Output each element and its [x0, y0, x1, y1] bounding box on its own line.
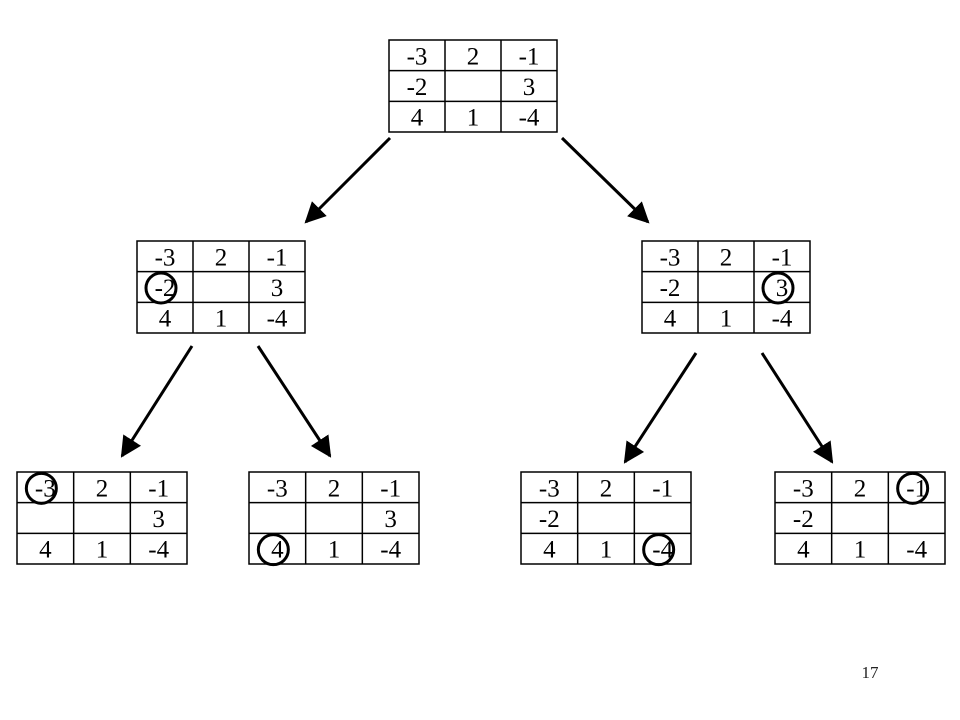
cell-value: 1: [600, 537, 613, 564]
cell-value: 3: [523, 74, 536, 101]
cell-value: 1: [720, 306, 733, 333]
cell-value: 4: [271, 537, 284, 564]
arrow-root-to-r: [560, 136, 650, 224]
cell-value: 4: [797, 537, 810, 564]
grid-border: [641, 240, 811, 334]
cell-value: -4: [267, 306, 288, 333]
highlight-circle: [642, 533, 676, 567]
arrow-r-to-rr: [760, 352, 834, 464]
grid-lr: -3 2 -1 3 4 1 -4: [248, 471, 420, 567]
cell-value: -4: [380, 537, 401, 564]
arrow-r-to-rl: [623, 352, 698, 464]
cell-value: 1: [328, 537, 341, 564]
highlight-circle: [24, 471, 58, 505]
arrow-l-to-ll: [120, 345, 194, 458]
cell-value: -2: [793, 506, 814, 533]
cell-value: -4: [519, 105, 540, 132]
cell-value: -2: [155, 275, 176, 302]
cell-value: 4: [543, 537, 556, 564]
cell-value: 1: [215, 306, 228, 333]
grid-ll: -3 2 -1 3 4 1 -4: [16, 471, 188, 565]
cell-value: 2: [96, 475, 109, 502]
cell-value: 1: [467, 105, 480, 132]
arrow-l-to-lr: [256, 345, 332, 458]
highlight-circle: [256, 533, 290, 567]
cell-value: 4: [664, 306, 677, 333]
grid-root: -3 2 -1 -2 3 4 1 -4: [388, 39, 558, 133]
edges: [120, 136, 834, 464]
grid-rr: -3 2 -1 -2 4 1 -4: [774, 471, 946, 565]
arrow-root-to-l: [304, 136, 392, 224]
cell-value: 2: [854, 475, 867, 502]
cell-value: 3: [271, 275, 284, 302]
cell-value: 4: [411, 105, 424, 132]
grid-border: [16, 471, 188, 565]
cell-value: -1: [652, 475, 673, 502]
cell-value: -2: [407, 74, 428, 101]
grid-l: -3 2 -1 -2 3 4 1 -4: [136, 240, 306, 334]
cell-value: -4: [772, 306, 793, 333]
cell-value: 4: [39, 537, 52, 564]
highlight-circle: [896, 471, 930, 505]
cell-value: -2: [660, 275, 681, 302]
page-number: 17: [861, 663, 879, 682]
grid-rl: -3 2 -1 -2 4 1 -4: [520, 471, 692, 567]
grid-border: [774, 471, 946, 565]
cell-value: 3: [776, 275, 789, 302]
cell-value: -4: [148, 537, 169, 564]
cell-value: -2: [539, 506, 560, 533]
cell-value: 4: [159, 306, 172, 333]
highlight-circle: [144, 271, 178, 305]
cell-value: -3: [155, 244, 176, 271]
cell-value: -3: [539, 475, 560, 502]
cell-value: -3: [660, 244, 681, 271]
cell-value: -1: [148, 475, 169, 502]
cell-value: -1: [772, 244, 793, 271]
cell-value: 2: [215, 244, 228, 271]
cell-value: -4: [906, 537, 927, 564]
grid-border: [388, 39, 558, 133]
grid-border: [136, 240, 306, 334]
cell-value: -3: [267, 475, 288, 502]
cell-value: -1: [267, 244, 288, 271]
cell-value: -1: [519, 43, 540, 70]
grid-border: [520, 471, 692, 565]
cell-value: -3: [407, 43, 428, 70]
cell-value: 2: [600, 475, 613, 502]
cell-value: 2: [328, 475, 341, 502]
cell-value: -3: [793, 475, 814, 502]
cell-value: 2: [467, 43, 480, 70]
cell-value: 1: [854, 537, 867, 564]
cell-value: -3: [35, 475, 56, 502]
cell-value: 1: [96, 537, 109, 564]
grid-r: -3 2 -1 -2 3 4 1 -4: [641, 240, 811, 334]
cell-value: 2: [720, 244, 733, 271]
cell-value: -1: [906, 475, 927, 502]
highlight-circle: [761, 271, 795, 305]
cell-value: 3: [152, 506, 165, 533]
cell-value: 3: [384, 506, 397, 533]
grid-border: [248, 471, 420, 565]
cell-value: -4: [652, 537, 673, 564]
cell-value: -1: [380, 475, 401, 502]
